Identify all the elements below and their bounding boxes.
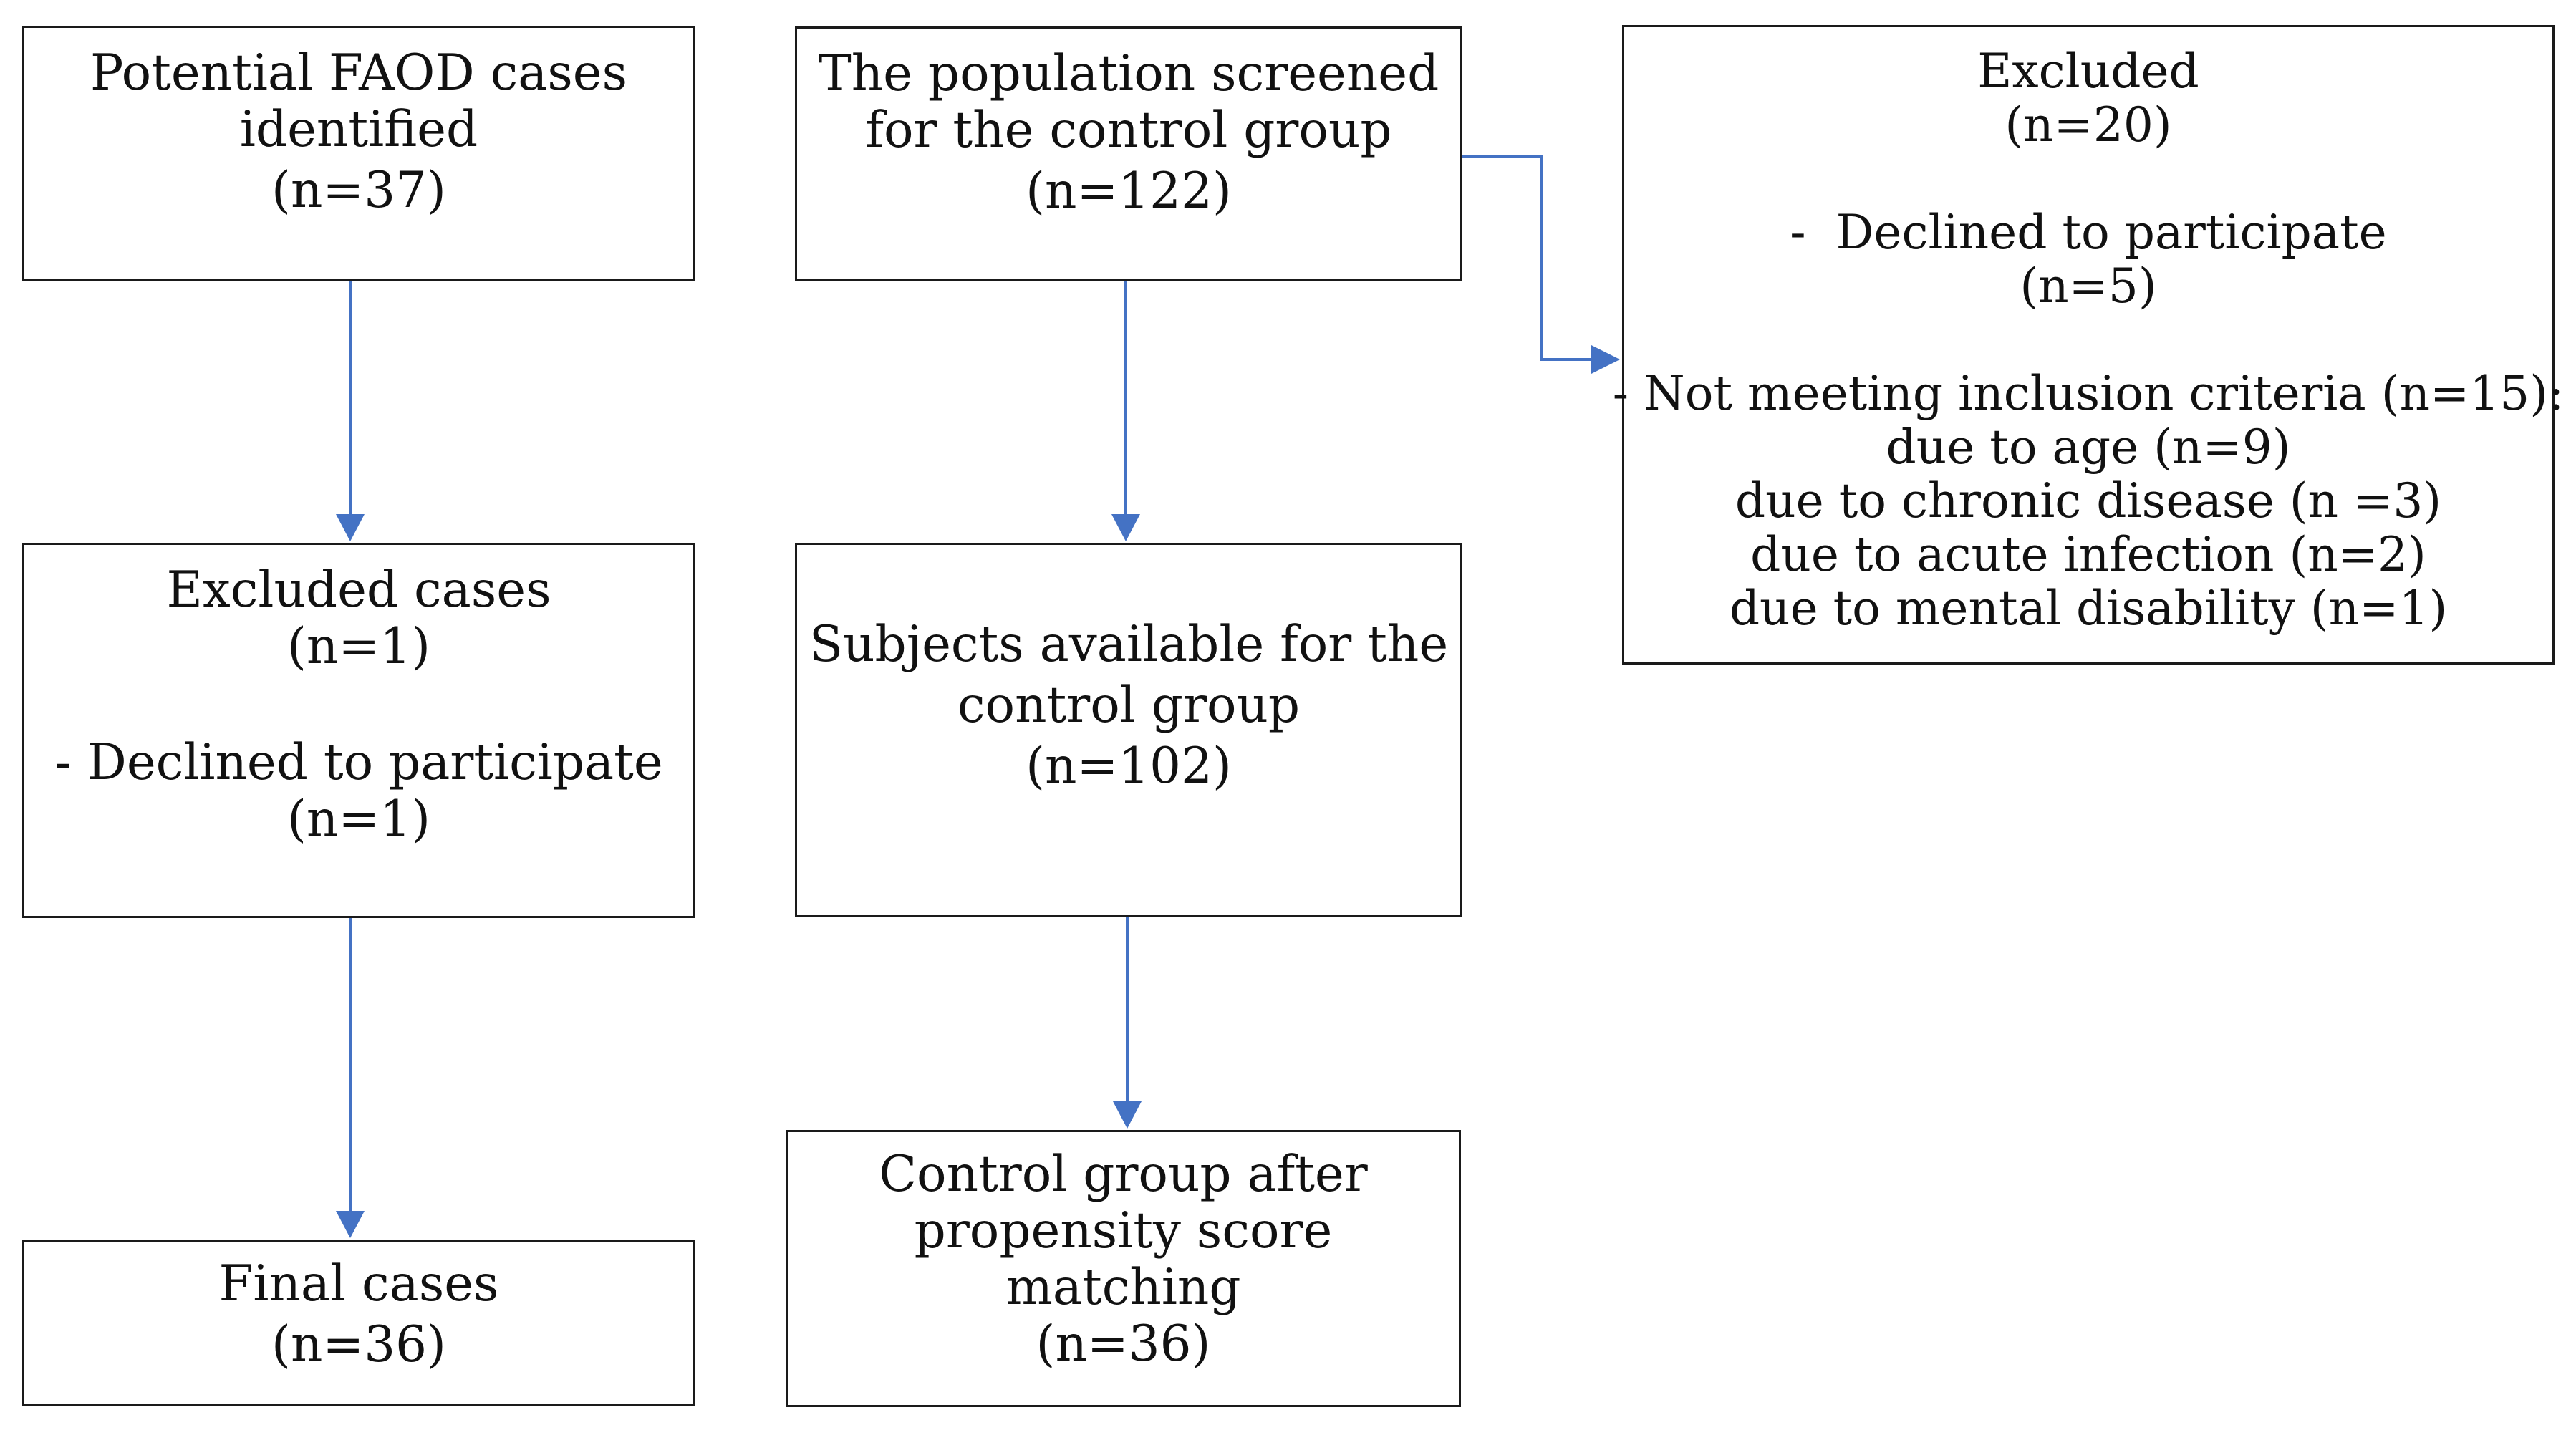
faod-excluded-reason-count: (n=1) (287, 791, 430, 848)
control-available-count: (n=102) (1026, 738, 1232, 795)
control-excluded-declined: - Declined to participate (1790, 205, 2387, 260)
faod-final-title: Final cases (218, 1255, 499, 1313)
control-excluded-reason-age: due to age (n=9) (1886, 420, 2291, 475)
arrowhead-available-to-matched (1113, 1101, 1142, 1129)
control-matched-line-1: Control group after (879, 1146, 1368, 1203)
control-screened-line-1: The population screened (818, 45, 1439, 102)
control-excluded-box: Excluded (n=20) - Declined to participat… (1613, 25, 2564, 665)
control-available-line-2: control group (957, 677, 1301, 734)
faod-identified-line-1: Potential FAOD cases (90, 44, 628, 102)
faod-excluded-title: Excluded cases (166, 561, 551, 619)
control-matched-box: Control group after propensity score mat… (786, 1130, 1461, 1407)
arrowhead-excluded-to-final (336, 1211, 365, 1238)
control-excluded-title: Excluded (1977, 44, 2199, 99)
control-available-line-1: Subjects available for the (809, 616, 1449, 673)
faod-identified-line-2: identified (239, 101, 478, 158)
faod-identified-box: Potential FAOD cases identified (n=37) (22, 26, 695, 281)
faod-excluded-count: (n=1) (287, 618, 430, 675)
control-matched-count: (n=36) (1036, 1315, 1211, 1373)
control-screened-count: (n=122) (1026, 163, 1232, 220)
arrowhead-screened-to-available (1111, 514, 1140, 541)
arrowhead-identified-to-excluded (336, 514, 365, 541)
control-excluded-reason-chronic: due to chronic disease (n =3) (1735, 473, 2442, 528)
control-available-box: Subjects available for the control group… (795, 543, 1462, 917)
control-screened-box: The population screened for the control … (795, 26, 1462, 281)
faod-final-count: (n=36) (271, 1316, 446, 1373)
control-matched-line-3: matching (1005, 1259, 1241, 1316)
control-excluded-reason-infection: due to acute infection (n=2) (1750, 527, 2426, 582)
arrowhead-screened-to-excluded (1591, 345, 1620, 374)
control-excluded-criteria: - Not meeting inclusion criteria (n=15): (1612, 366, 2565, 421)
control-excluded-declined-count: (n=5) (2020, 259, 2157, 314)
control-matched-line-2: propensity score (914, 1202, 1333, 1260)
faod-excluded-reason: - Declined to participate (54, 734, 663, 791)
control-excluded-count: (n=20) (2005, 97, 2172, 153)
arrow-screened-to-excluded (1462, 155, 1597, 361)
faod-final-box: Final cases (n=36) (22, 1240, 695, 1406)
control-excluded-reason-mental: due to mental disability (n=1) (1729, 581, 2448, 636)
control-screened-line-2: for the control group (865, 102, 1392, 159)
faod-excluded-box: Excluded cases (n=1) - Declined to parti… (22, 543, 695, 918)
faod-identified-count: (n=37) (271, 162, 446, 219)
